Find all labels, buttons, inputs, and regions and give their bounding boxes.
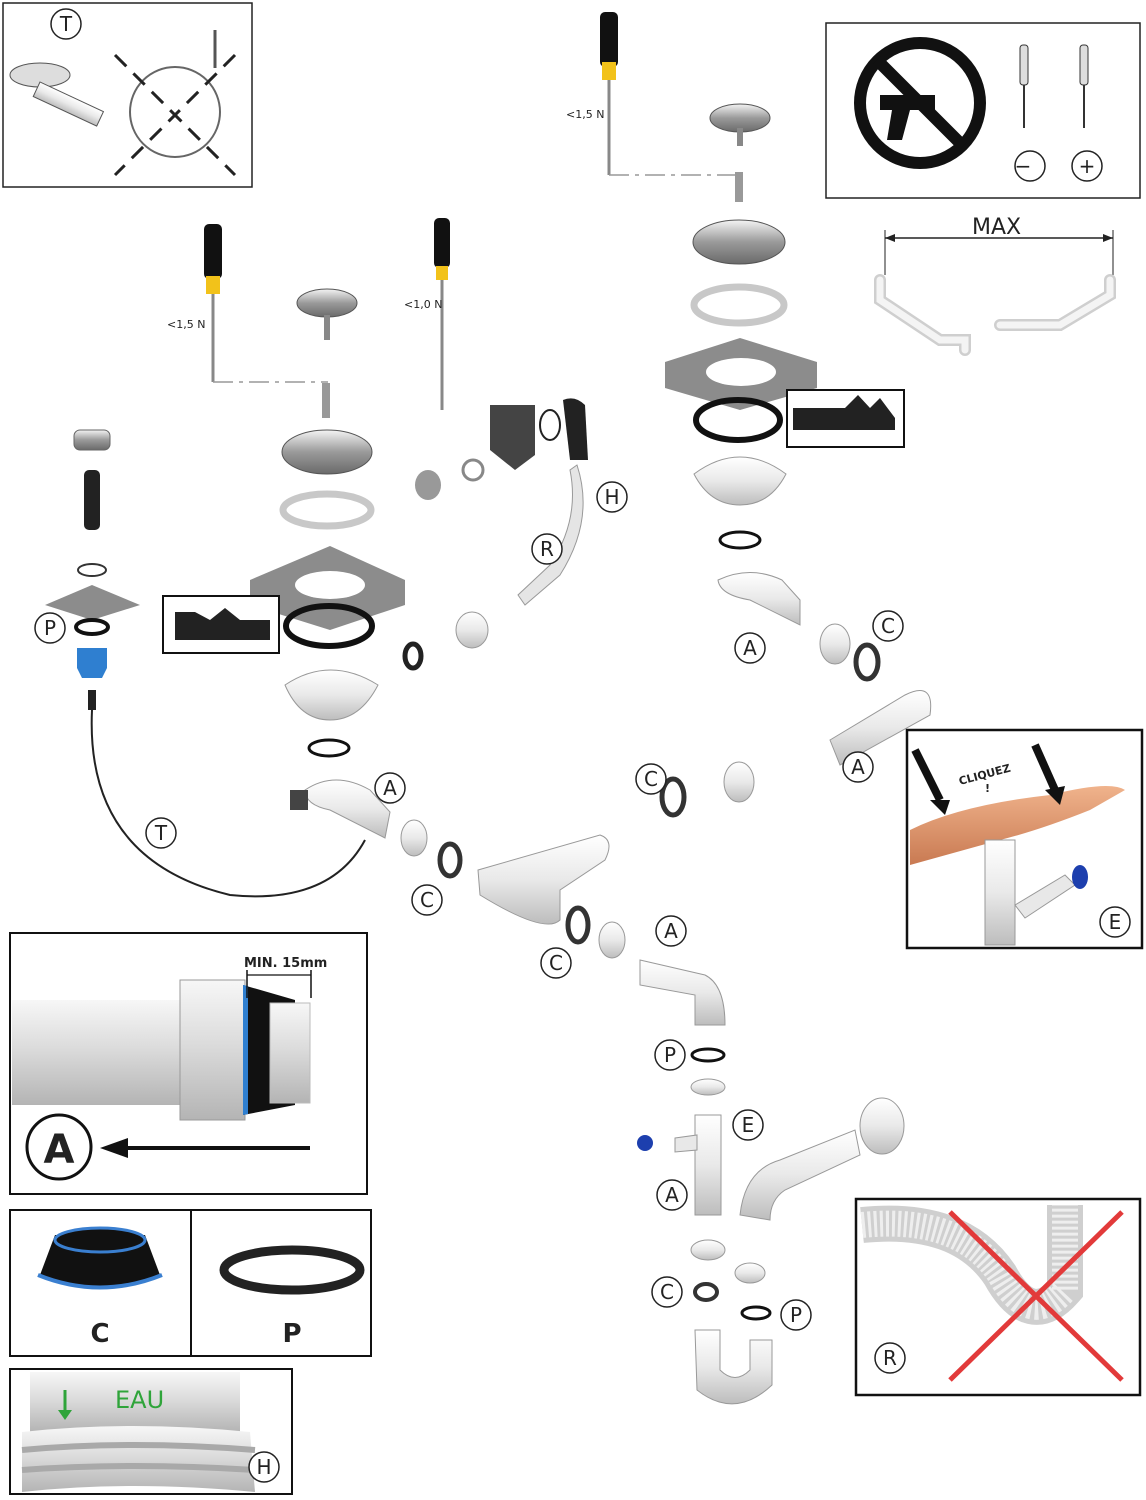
label-p-4: P	[780, 1299, 812, 1331]
panel-t-warning	[2, 2, 253, 188]
right-sink-assembly	[665, 103, 932, 803]
label-p-2: P	[34, 612, 66, 644]
label-letter: T	[59, 12, 73, 36]
panel-cliquez	[905, 728, 1144, 950]
label-p-3: P	[654, 1039, 686, 1071]
label-letter: C	[644, 767, 658, 791]
minus-symbol: −	[1015, 154, 1032, 178]
label-a-6: A	[734, 632, 766, 664]
label-r-18: R	[874, 1342, 906, 1374]
label-letter: A	[665, 1183, 679, 1207]
label-h-19: H	[596, 481, 628, 513]
label-e-15: E	[732, 1109, 764, 1141]
label-letter: E	[742, 1113, 755, 1137]
label-letter: R	[540, 537, 554, 561]
label-h-20: H	[248, 1451, 280, 1483]
label-letter: C	[549, 951, 563, 975]
notch-panel-right	[786, 389, 905, 448]
panel-a-letter: A	[44, 1127, 75, 1173]
label-letter: A	[743, 636, 757, 660]
torque-middle: <1,0 N	[404, 298, 442, 311]
screwdriver-right	[600, 12, 736, 176]
label-letter: P	[44, 616, 56, 640]
center-pipes	[477, 776, 905, 1405]
label-letter: C	[420, 888, 434, 912]
label-letter: T	[154, 821, 168, 845]
eau-label: EAU	[115, 1386, 164, 1414]
cliquez-mark: !	[985, 782, 990, 795]
screwdriver-minus-icon	[1019, 44, 1029, 128]
label-letter: A	[383, 776, 397, 800]
label-letter: C	[660, 1280, 674, 1304]
label-c-12: C	[411, 884, 443, 916]
max-label: MAX	[972, 215, 1021, 240]
label-letter: A	[664, 919, 678, 943]
screwdriver-plus-icon	[1079, 44, 1089, 128]
label-a-8: A	[655, 915, 687, 947]
label-letter: P	[790, 1303, 802, 1327]
part-labels: T T P P P A A A A A C C C C C E E R R H H	[34, 8, 1131, 1483]
torque-left: <1,5 N	[167, 318, 205, 331]
label-a-9: A	[656, 1179, 688, 1211]
notch-panel-left	[162, 595, 280, 654]
label-c-13: C	[540, 947, 572, 979]
overflow-parts	[402, 398, 588, 671]
no-drill-icon	[854, 37, 986, 169]
screwdriver-middle	[434, 218, 450, 410]
label-e-16: E	[1099, 906, 1131, 938]
label-letter: H	[256, 1455, 271, 1479]
plunger-assembly	[45, 429, 366, 898]
label-letter: E	[1109, 910, 1122, 934]
panel-r-no-flex	[854, 1197, 1142, 1397]
label-c-10: C	[872, 610, 904, 642]
label-c-14: C	[651, 1276, 683, 1308]
min-15mm-label: MIN. 15mm	[244, 956, 327, 971]
plus-symbol: +	[1079, 154, 1096, 178]
max-width-illustration	[874, 230, 1116, 356]
panel-c-p	[9, 1209, 372, 1357]
down-arrow-icon	[58, 1410, 72, 1420]
panel-eau	[9, 1368, 293, 1495]
label-t-0: T	[50, 8, 82, 40]
label-letter: H	[604, 485, 619, 509]
label-t-1: T	[145, 817, 177, 849]
label-c-11: C	[635, 763, 667, 795]
panel-a-detail	[9, 932, 368, 1195]
panel-p-letter: P	[282, 1319, 301, 1349]
screwdriver-left	[204, 224, 328, 383]
label-r-17: R	[531, 533, 563, 565]
label-letter: C	[881, 614, 895, 638]
panel-no-drill	[825, 22, 1141, 199]
panel-c-letter: C	[90, 1319, 109, 1349]
label-letter: R	[883, 1346, 897, 1370]
label-letter: P	[664, 1043, 676, 1067]
torque-right: <1,5 N	[566, 108, 604, 121]
label-letter: A	[851, 755, 865, 779]
label-a-7: A	[842, 751, 874, 783]
label-a-5: A	[374, 772, 406, 804]
left-sink-assembly	[250, 288, 463, 879]
